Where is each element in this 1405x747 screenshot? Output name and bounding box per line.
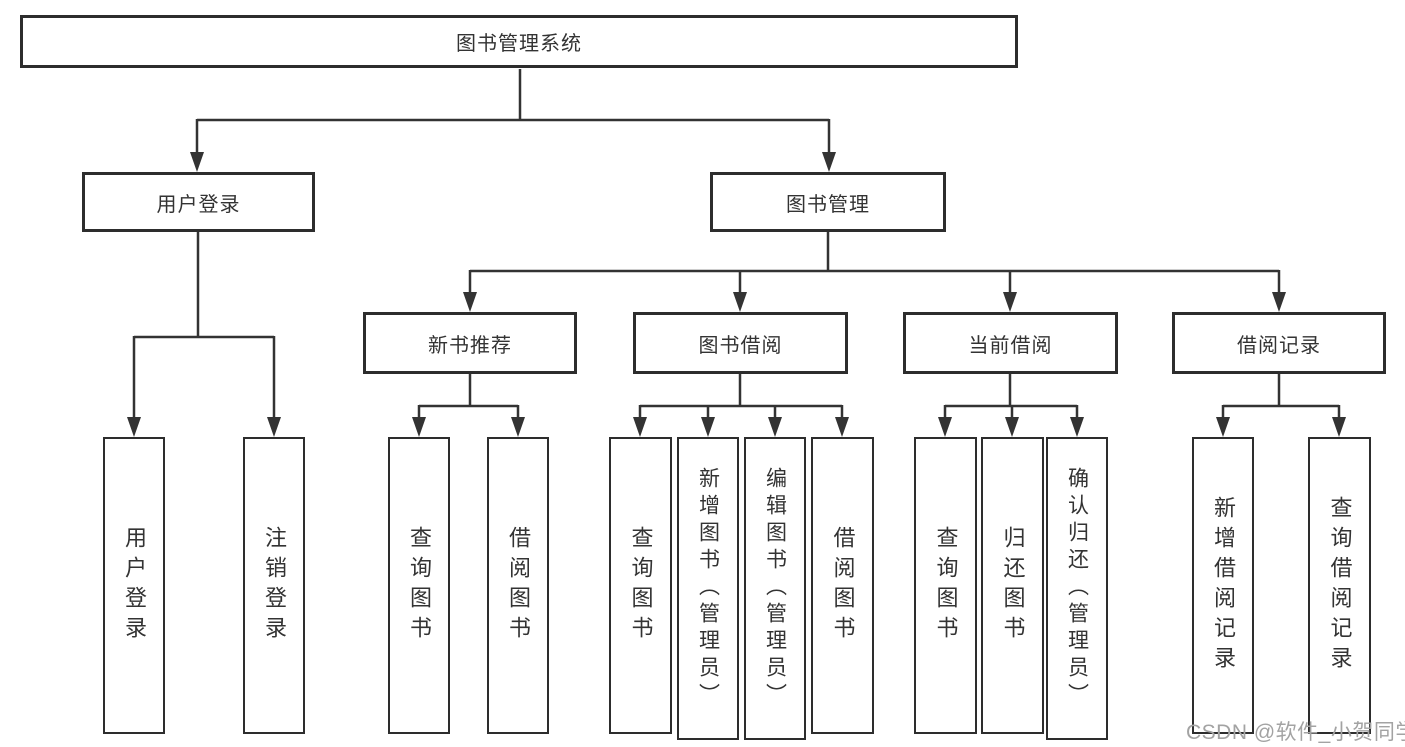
leaf-edit-books-admin: 编辑图书（管理员） bbox=[744, 437, 806, 740]
node-book-borrow-label: 图书借阅 bbox=[698, 334, 783, 357]
leaf-query-books-current: 查询图书 bbox=[914, 437, 977, 734]
leaf-query-books-borrow: 查询图书 bbox=[609, 437, 672, 734]
node-user-login: 用户登录 bbox=[82, 172, 315, 232]
leaf-borrow-books: 借阅图书 bbox=[811, 437, 874, 734]
node-borrow-records-label: 借阅记录 bbox=[1237, 334, 1321, 357]
node-book-management-label: 图书管理 bbox=[786, 193, 870, 216]
leaf-user-login-label: 用户登录 bbox=[122, 525, 147, 646]
node-library-system: 图书管理系统 bbox=[20, 15, 1018, 68]
node-borrow-records: 借阅记录 bbox=[1172, 312, 1386, 374]
leaf-add-books-admin: 新增图书（管理员） bbox=[677, 437, 739, 740]
leaf-query-books-recommend-label: 查询图书 bbox=[407, 525, 432, 646]
node-current-borrow-label: 当前借阅 bbox=[968, 334, 1053, 357]
leaf-add-borrow-record: 新增借阅记录 bbox=[1192, 437, 1254, 734]
leaf-borrow-books-recommend: 借阅图书 bbox=[487, 437, 549, 734]
leaf-borrow-books-recommend-label: 借阅图书 bbox=[506, 525, 531, 646]
leaf-query-borrow-record: 查询借阅记录 bbox=[1308, 437, 1371, 734]
node-book-borrow: 图书借阅 bbox=[633, 312, 848, 374]
leaf-add-borrow-record-label: 新增借阅记录 bbox=[1211, 495, 1236, 676]
leaf-return-books: 归还图书 bbox=[981, 437, 1044, 734]
node-new-book-recommend: 新书推荐 bbox=[363, 312, 577, 374]
leaf-logout: 注销登录 bbox=[243, 437, 305, 734]
leaf-confirm-return-admin-label: 确认归还（管理员） bbox=[1065, 467, 1089, 710]
leaf-add-books-admin-label: 新增图书（管理员） bbox=[696, 467, 720, 710]
leaf-query-books-recommend: 查询图书 bbox=[388, 437, 450, 734]
leaf-confirm-return-admin: 确认归还（管理员） bbox=[1046, 437, 1108, 740]
leaf-user-login: 用户登录 bbox=[103, 437, 165, 734]
node-current-borrow: 当前借阅 bbox=[903, 312, 1118, 374]
node-book-management: 图书管理 bbox=[710, 172, 946, 232]
node-user-login-label: 用户登录 bbox=[156, 193, 241, 216]
leaf-borrow-books-label: 借阅图书 bbox=[830, 525, 856, 646]
node-new-book-recommend-label: 新书推荐 bbox=[428, 334, 512, 357]
leaf-query-books-current-label: 查询图书 bbox=[933, 525, 959, 646]
leaf-edit-books-admin-label: 编辑图书（管理员） bbox=[763, 467, 787, 710]
leaf-query-borrow-record-label: 查询借阅记录 bbox=[1327, 495, 1353, 676]
leaf-logout-label: 注销登录 bbox=[262, 525, 287, 646]
node-library-system-label: 图书管理系统 bbox=[456, 33, 582, 55]
leaf-return-books-label: 归还图书 bbox=[1000, 525, 1026, 646]
leaf-query-books-borrow-label: 查询图书 bbox=[628, 525, 654, 646]
csdn-watermark: CSDN @软件_小贺同学 bbox=[1186, 721, 1405, 744]
